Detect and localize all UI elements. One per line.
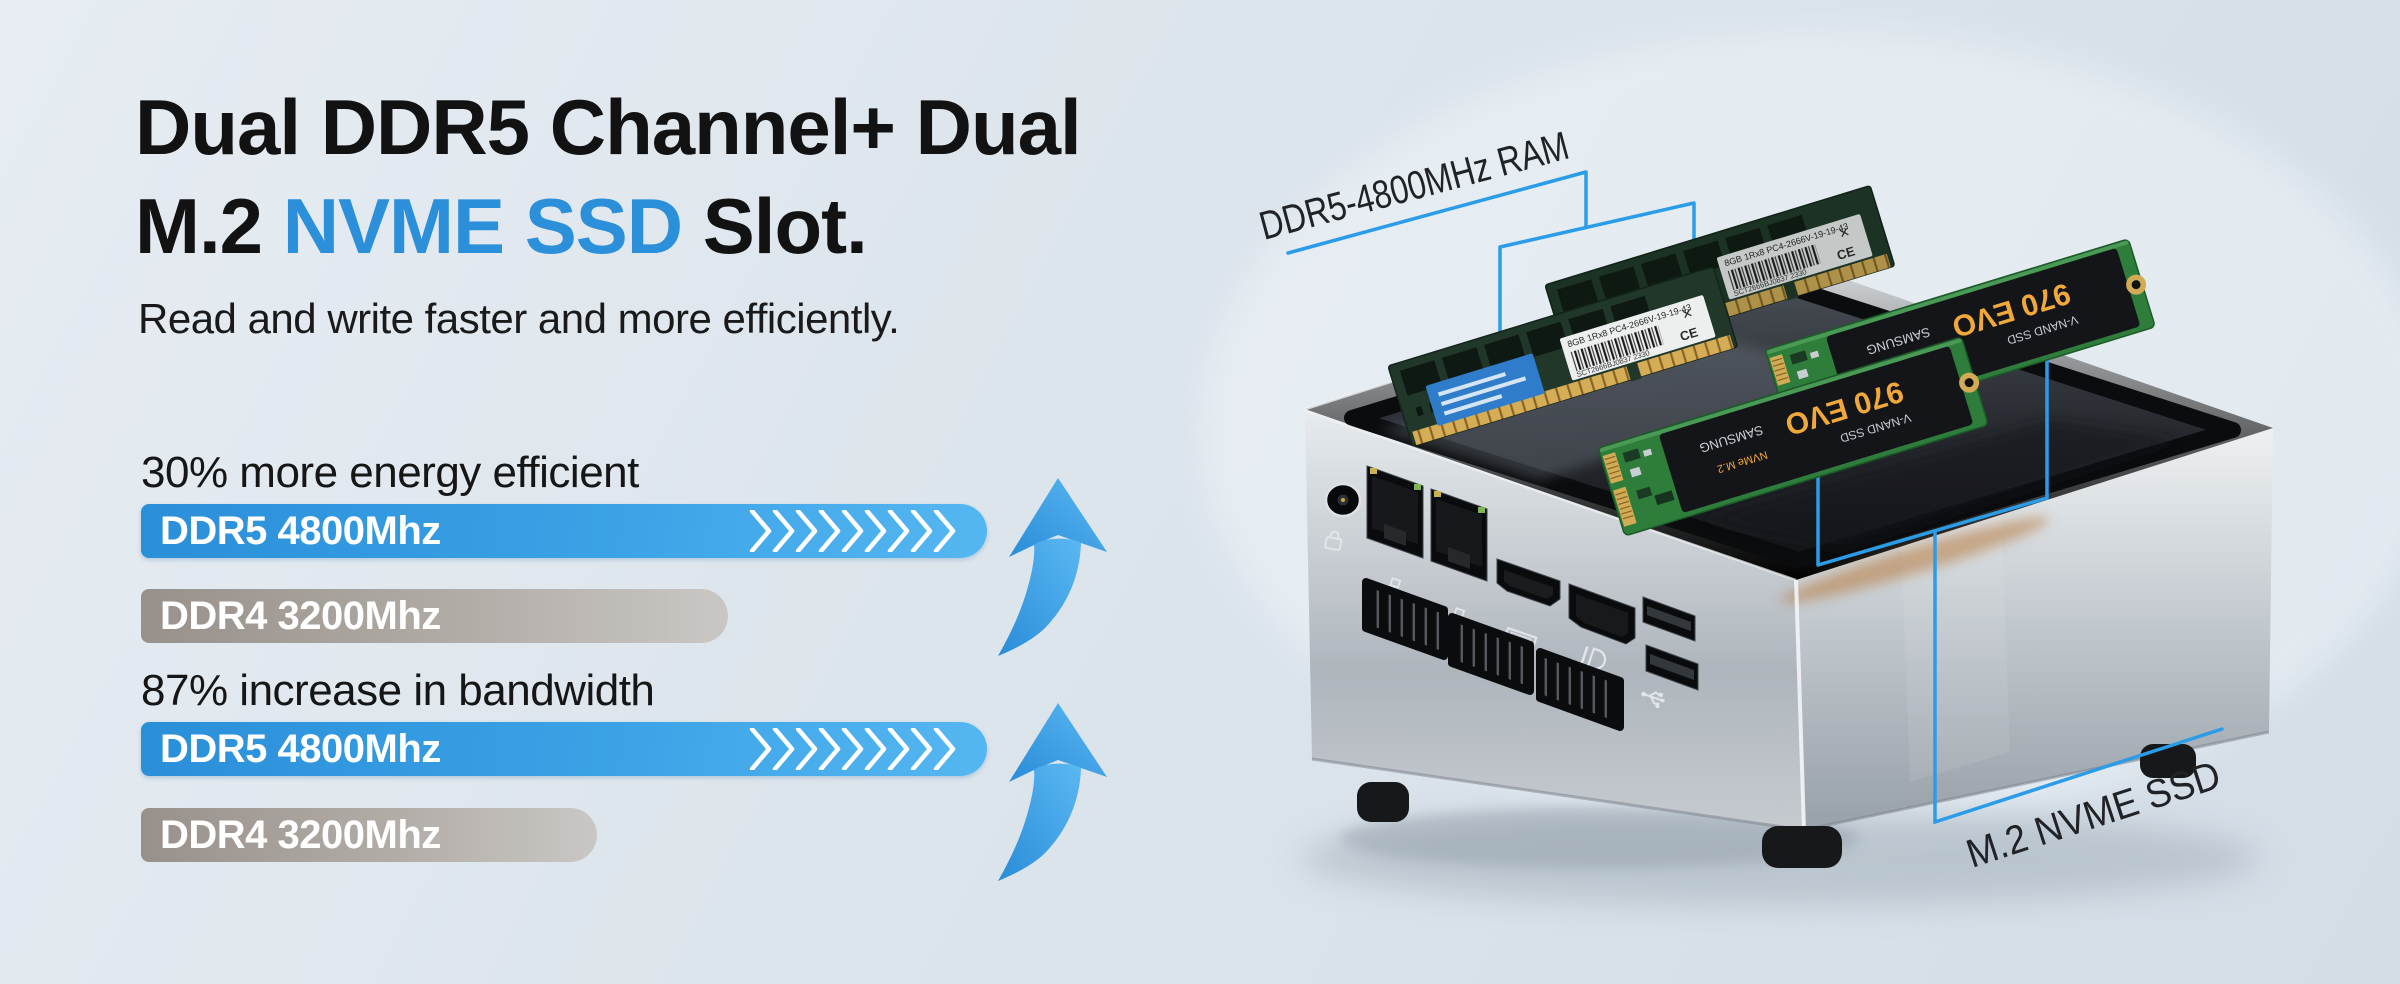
title-line2-suffix: Slot.	[682, 182, 868, 270]
section-label-bandwidth: 87% increase in bandwidth	[141, 666, 655, 715]
title-line2: M.2 NVME SSD Slot.	[135, 177, 1081, 276]
vent-grille-2	[1448, 613, 1534, 695]
bar-ddr4-bandwidth: DDR4 3200Mhz	[141, 808, 597, 862]
title-line2-prefix: M.2	[135, 182, 283, 270]
bar-ddr4-energy: DDR4 3200Mhz	[141, 589, 728, 643]
section-label-energy: 30% more energy efficient	[141, 448, 639, 497]
up-arrow-2	[998, 703, 1107, 881]
bar-ddr5-bandwidth: DDR5 4800Mhz	[141, 722, 987, 776]
ssd-callout-line	[1816, 353, 2224, 825]
title-line1: Dual DDR5 Channel+ Dual	[135, 83, 1082, 171]
pc-foot	[1357, 782, 1409, 822]
title-line2-highlight: NVME SSD	[282, 182, 683, 270]
page-title: Dual DDR5 Channel+ Dual M.2 NVME SSD Slo…	[135, 78, 1082, 276]
chevrons-icon	[749, 728, 956, 770]
pc-side-face	[1796, 428, 2273, 830]
ram-module-front	[1387, 265, 1740, 449]
ram-callout-line	[1286, 170, 1696, 342]
chevrons-icon	[749, 510, 956, 552]
ram-blue-sticker	[1425, 353, 1545, 426]
pc-front-face	[1305, 411, 1804, 830]
bar-label: DDR4 3200Mhz	[160, 812, 441, 857]
bar-ddr5-energy: DDR5 4800Mhz	[141, 504, 987, 558]
bar-label: DDR5 4800Mhz	[160, 726, 441, 771]
bar-label: DDR5 4800Mhz	[160, 508, 441, 553]
pc-foot	[1762, 826, 1842, 868]
vent-grille-1	[1362, 578, 1448, 660]
bar-label: DDR4 3200Mhz	[160, 593, 441, 638]
up-arrow-1	[998, 478, 1107, 656]
pc-front-ports	[1323, 465, 1699, 731]
callout-lines	[1286, 170, 2224, 825]
page-subtitle: Read and write faster and more efficient…	[138, 295, 900, 342]
vent-grille-3	[1536, 648, 1624, 731]
orange-reflection	[1781, 517, 2049, 603]
